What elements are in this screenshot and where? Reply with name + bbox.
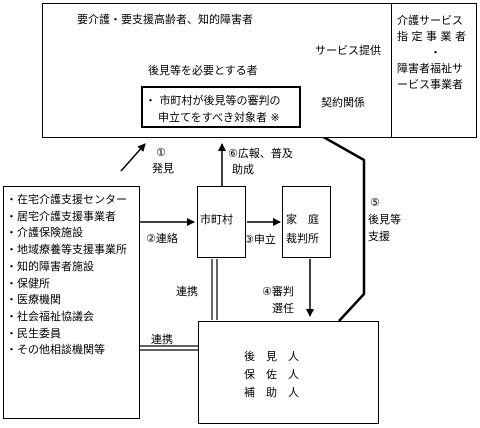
discover-label: 発見 <box>152 162 174 175</box>
target-line1: ・ 市町村が後見等の審判の <box>145 94 281 107</box>
org-list-item: ・医療機関 <box>6 293 61 307</box>
trial-line2: 選任 <box>272 302 294 315</box>
org-list-item: ・保健所 <box>6 276 50 290</box>
contract-label: 契約関係 <box>321 96 365 109</box>
provider-box <box>391 3 477 138</box>
service-label: サービス提供 <box>315 44 381 57</box>
outer-box-title: 要介護・要支援高齢者、知的障害者 <box>77 13 253 26</box>
municipality-label: 市町村 <box>200 213 233 226</box>
guardian-line2: 保 佐 人 <box>244 368 299 381</box>
provider-line5: ービス事業者 <box>397 78 463 91</box>
target-box <box>141 86 301 128</box>
org-list-item: ・知的障害者施設 <box>6 259 94 273</box>
support-line2: 支援 <box>368 230 390 243</box>
org-list-item: ・地域療養等支援事業所 <box>6 243 127 257</box>
target-line2: 申立てをすべき対象者 ※ <box>158 111 280 124</box>
provider-line1: 介護サービス <box>397 14 463 27</box>
org-list-item: ・介護保険施設 <box>6 226 83 240</box>
municipality-box <box>197 186 246 258</box>
org-list-item: ・社会福祉協議会 <box>6 309 94 323</box>
guardian-line3: 補 助 人 <box>244 386 299 399</box>
provider-line2: 指 定 事 業 者 <box>397 30 466 43</box>
org-list-item: ・その他相談機関等 <box>6 343 105 357</box>
org-list-box <box>3 186 140 419</box>
provider-line4: 障害者福祉サ <box>397 62 463 75</box>
discover-arrow <box>120 143 146 172</box>
guardian-line1: 後 見 人 <box>244 350 299 363</box>
court-box <box>282 186 331 258</box>
renkei-mid-label: 連携 <box>176 285 198 298</box>
provider-line3: ・ <box>430 46 441 59</box>
inner-title: 後見等を必要とする者 <box>148 64 258 77</box>
contact-label: ②連絡 <box>146 232 178 245</box>
court-line2: 裁判所 <box>286 232 319 245</box>
court-line1: 家 庭 <box>286 213 319 226</box>
org-list-item: ・民生委員 <box>6 326 61 340</box>
renkei-left-label: 連携 <box>151 333 173 346</box>
petition-label: ③申立 <box>244 233 276 246</box>
trial-line1: ④審判 <box>262 285 294 298</box>
discover-num: ① <box>156 146 166 159</box>
pr-line1: ⑥広報、普及 <box>228 147 293 160</box>
guardian-box <box>198 321 379 424</box>
org-list-item: ・居宅介護支援事業者 <box>6 209 116 223</box>
support-num: ⑤ <box>370 196 380 209</box>
support-line1: 後見等 <box>368 213 401 226</box>
org-list-item: ・在宅介護支援センター <box>6 193 127 206</box>
pr-line2: 助成 <box>232 163 254 176</box>
